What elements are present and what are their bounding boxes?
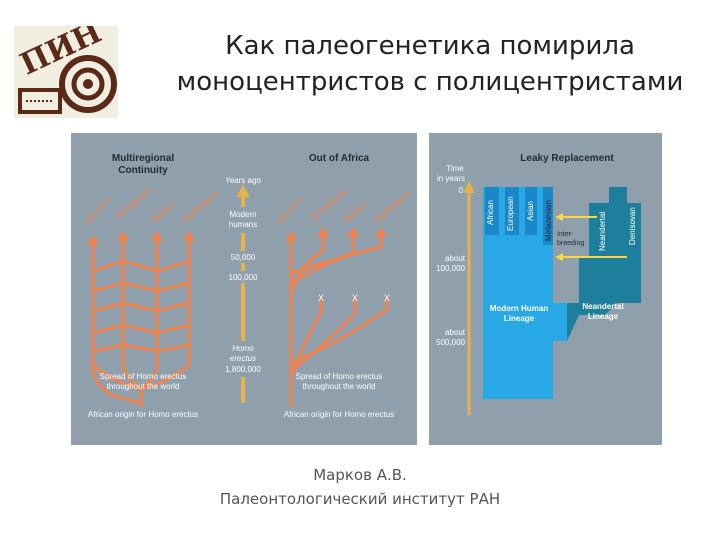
ooa-title: Out of Africa	[309, 153, 370, 164]
modern-humans-1: Modern	[229, 210, 256, 219]
mr-title-1: Multiregional	[112, 153, 174, 164]
time-100000: 100,000	[229, 273, 258, 282]
pin-logo: ПИН	[14, 26, 118, 118]
col-european: European	[506, 196, 515, 231]
col-denisovan: Denisovan	[628, 207, 637, 245]
modern-lineage-1: Modern Human	[490, 304, 548, 313]
lr-about100-1: about	[445, 254, 466, 263]
neander-lineage-2: Lineage	[588, 312, 619, 321]
interbreeding-1: Inter-	[557, 231, 574, 238]
lr-time-2: in years	[437, 174, 465, 183]
ooa-arrowheads	[285, 227, 387, 241]
col-asian: Asian	[526, 201, 535, 221]
time-50000: 50,000	[231, 253, 256, 262]
modern-lineage-2: Lineage	[504, 314, 535, 323]
lr-about500-2: 500,000	[436, 338, 465, 347]
time-axis-arrow	[236, 185, 250, 197]
ammonite-icon	[59, 55, 117, 113]
col-melanesian: Melanesian	[544, 200, 553, 241]
interbreeding-arrowheads	[555, 213, 563, 261]
interbreeding-arrows	[561, 216, 627, 258]
multiregional-tree	[91, 241, 191, 407]
ooa-african-origin: African origin for Homo erectus	[284, 410, 394, 419]
mr-spread-2: throughout the world	[107, 382, 180, 391]
ooa-spread-2: throughout the world	[303, 382, 376, 391]
time-1800000: 1,800,000	[225, 365, 261, 374]
col-african: African	[486, 200, 495, 225]
col-neandertal: Neandertal	[598, 212, 607, 251]
institute-name: Палеонтологический институт РАН	[219, 490, 501, 508]
modern-humans-2: humans	[229, 220, 257, 229]
extinct-mark-2: X	[352, 293, 358, 303]
left-diagram-panel: Multiregional Continuity Out of Africa A…	[71, 133, 417, 445]
lr-time-1: Time	[446, 164, 464, 173]
modern-humans-box	[226, 207, 260, 233]
leaky-title: Leaky Replacement	[520, 153, 614, 164]
homo-erectus-1: Homo	[232, 344, 254, 353]
mr-title-2: Continuity	[118, 165, 168, 176]
ooa-spread-1: Spread of Homo erectus	[296, 372, 383, 381]
title-line-1: Как палеогенетика помирила	[225, 31, 635, 61]
modern-human-lineage	[483, 187, 567, 399]
neander-lineage-1: Neandertal	[582, 302, 623, 311]
homo-erectus-2: erectus	[230, 354, 256, 363]
lr-time-axis-arrow	[463, 181, 475, 193]
years-ago-label: Years ago	[225, 176, 261, 185]
out-of-africa-tree	[289, 237, 389, 407]
mr-arrowheads	[87, 231, 195, 245]
slide-title: Как палеогенетика помирила моноцентристо…	[150, 28, 710, 100]
neandertal-lineage	[567, 187, 641, 341]
interbreeding-2: breeding	[557, 240, 584, 247]
extinct-mark-1: X	[318, 293, 324, 303]
extinct-mark-3: X	[384, 293, 390, 303]
mr-spread-1: Spread of Homo erectus	[100, 372, 187, 381]
author-name: Марков А.В.	[313, 466, 407, 484]
lr-about100-2: 100,000	[436, 264, 465, 273]
right-diagram-panel: Leaky Replacement Time in years 0 about …	[429, 133, 662, 445]
mr-african-origin: African origin for Homo erectus	[88, 410, 198, 419]
title-line-2: моноцентристов с полицентристами	[176, 67, 684, 97]
lr-about500-1: about	[445, 328, 466, 337]
lr-t0: 0	[459, 186, 464, 195]
